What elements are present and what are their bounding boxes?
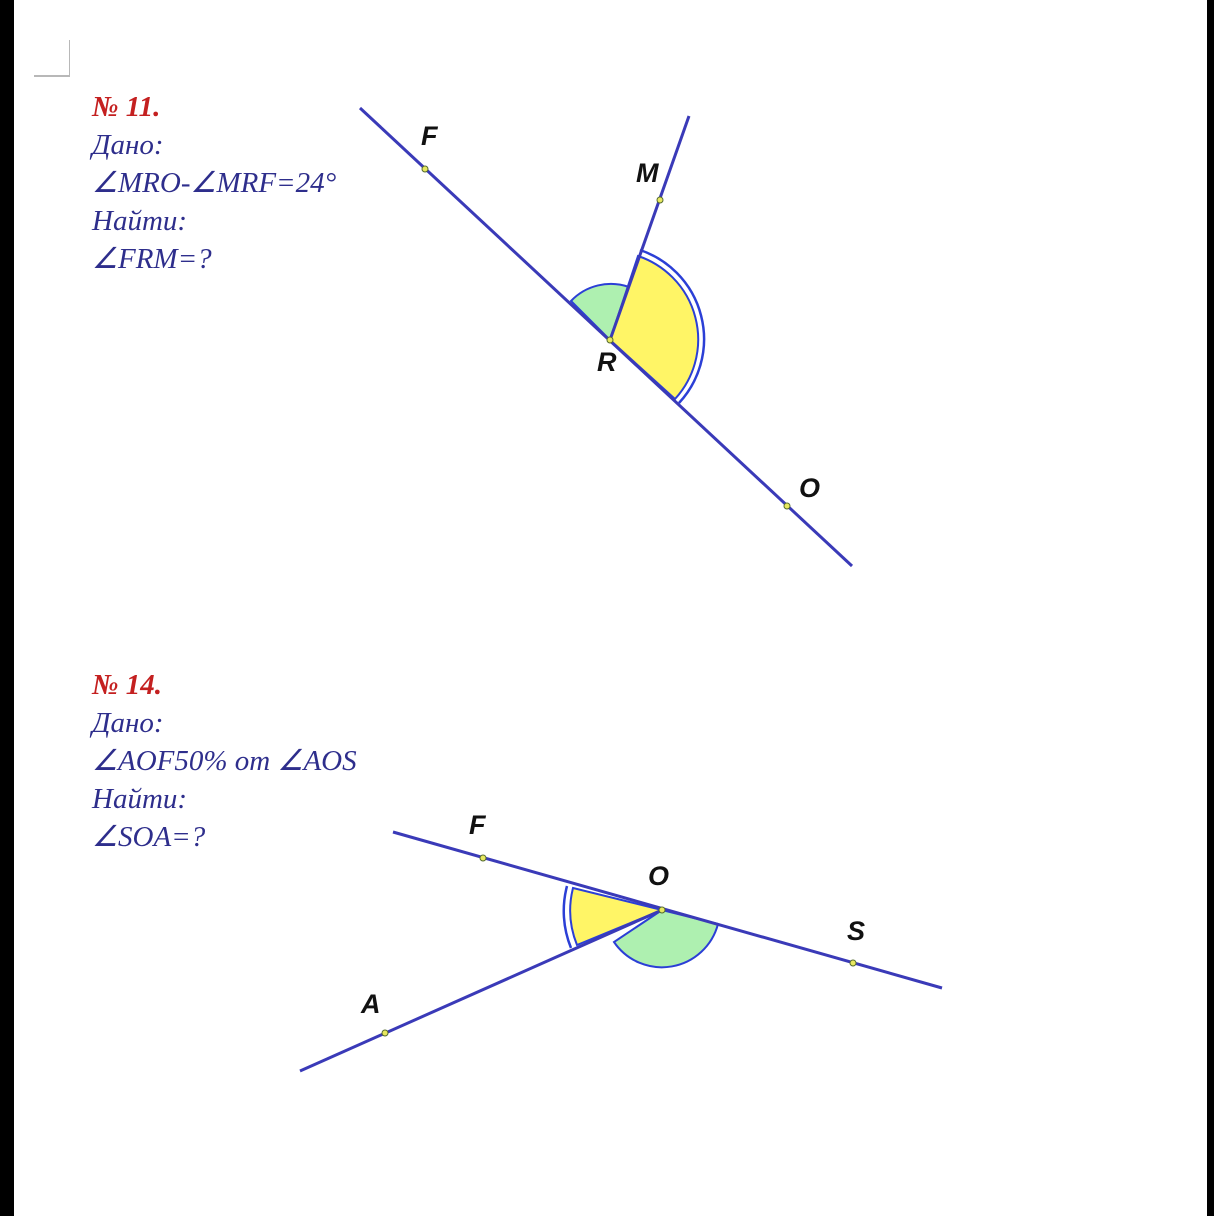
point-f-marker	[421, 165, 429, 173]
label-r: R	[597, 347, 617, 377]
problem-11-find-label: Найти:	[92, 205, 188, 237]
label-f: F	[421, 121, 439, 151]
problem-14-find: ∠SOA=?	[92, 821, 206, 853]
point-o-marker	[658, 906, 666, 914]
label-s: S	[847, 916, 865, 946]
point-o-marker	[783, 502, 791, 510]
problem-14-given-label: Дано:	[92, 707, 164, 739]
line-fo	[358, 106, 854, 568]
problem-14-given: ∠AOF50% от ∠AOS	[92, 745, 357, 777]
angle-soa-sector	[612, 908, 720, 969]
label-a: A	[360, 989, 381, 1019]
label-o: O	[799, 473, 820, 503]
point-s-marker	[849, 959, 857, 967]
point-m-marker	[656, 196, 664, 204]
point-f-marker	[479, 854, 487, 862]
label-m: M	[636, 158, 659, 188]
problem-11-number: № 11.	[92, 91, 161, 123]
problem-14-number: № 14.	[92, 669, 163, 701]
angle-aof-double-arc	[562, 885, 573, 949]
point-a-marker	[381, 1029, 389, 1037]
ray-rm	[608, 115, 691, 341]
angle-aof-sector	[569, 886, 666, 947]
angle-mro-sector	[608, 254, 700, 401]
page-corner-mark	[34, 40, 70, 77]
label-o: O	[648, 861, 669, 891]
ray-oa	[299, 908, 663, 1073]
problem-14-text: № 14. Дано: ∠AOF50% от ∠AOS Найти: ∠SOA=…	[92, 666, 357, 856]
problem-11-find: ∠FRM=?	[92, 243, 212, 275]
problem-11-given: ∠MRO-∠MRF=24°	[92, 167, 337, 199]
worksheet-page	[14, 0, 1207, 1216]
problem-11-given-label: Дано:	[92, 129, 164, 161]
angle-mro-double-arc	[639, 248, 706, 404]
label-f: F	[469, 810, 487, 840]
point-r-marker	[606, 336, 614, 344]
problem-11-text: № 11. Дано: ∠MRO-∠MRF=24° Найти: ∠FRM=?	[92, 88, 336, 278]
problem-14-find-label: Найти:	[92, 783, 188, 815]
